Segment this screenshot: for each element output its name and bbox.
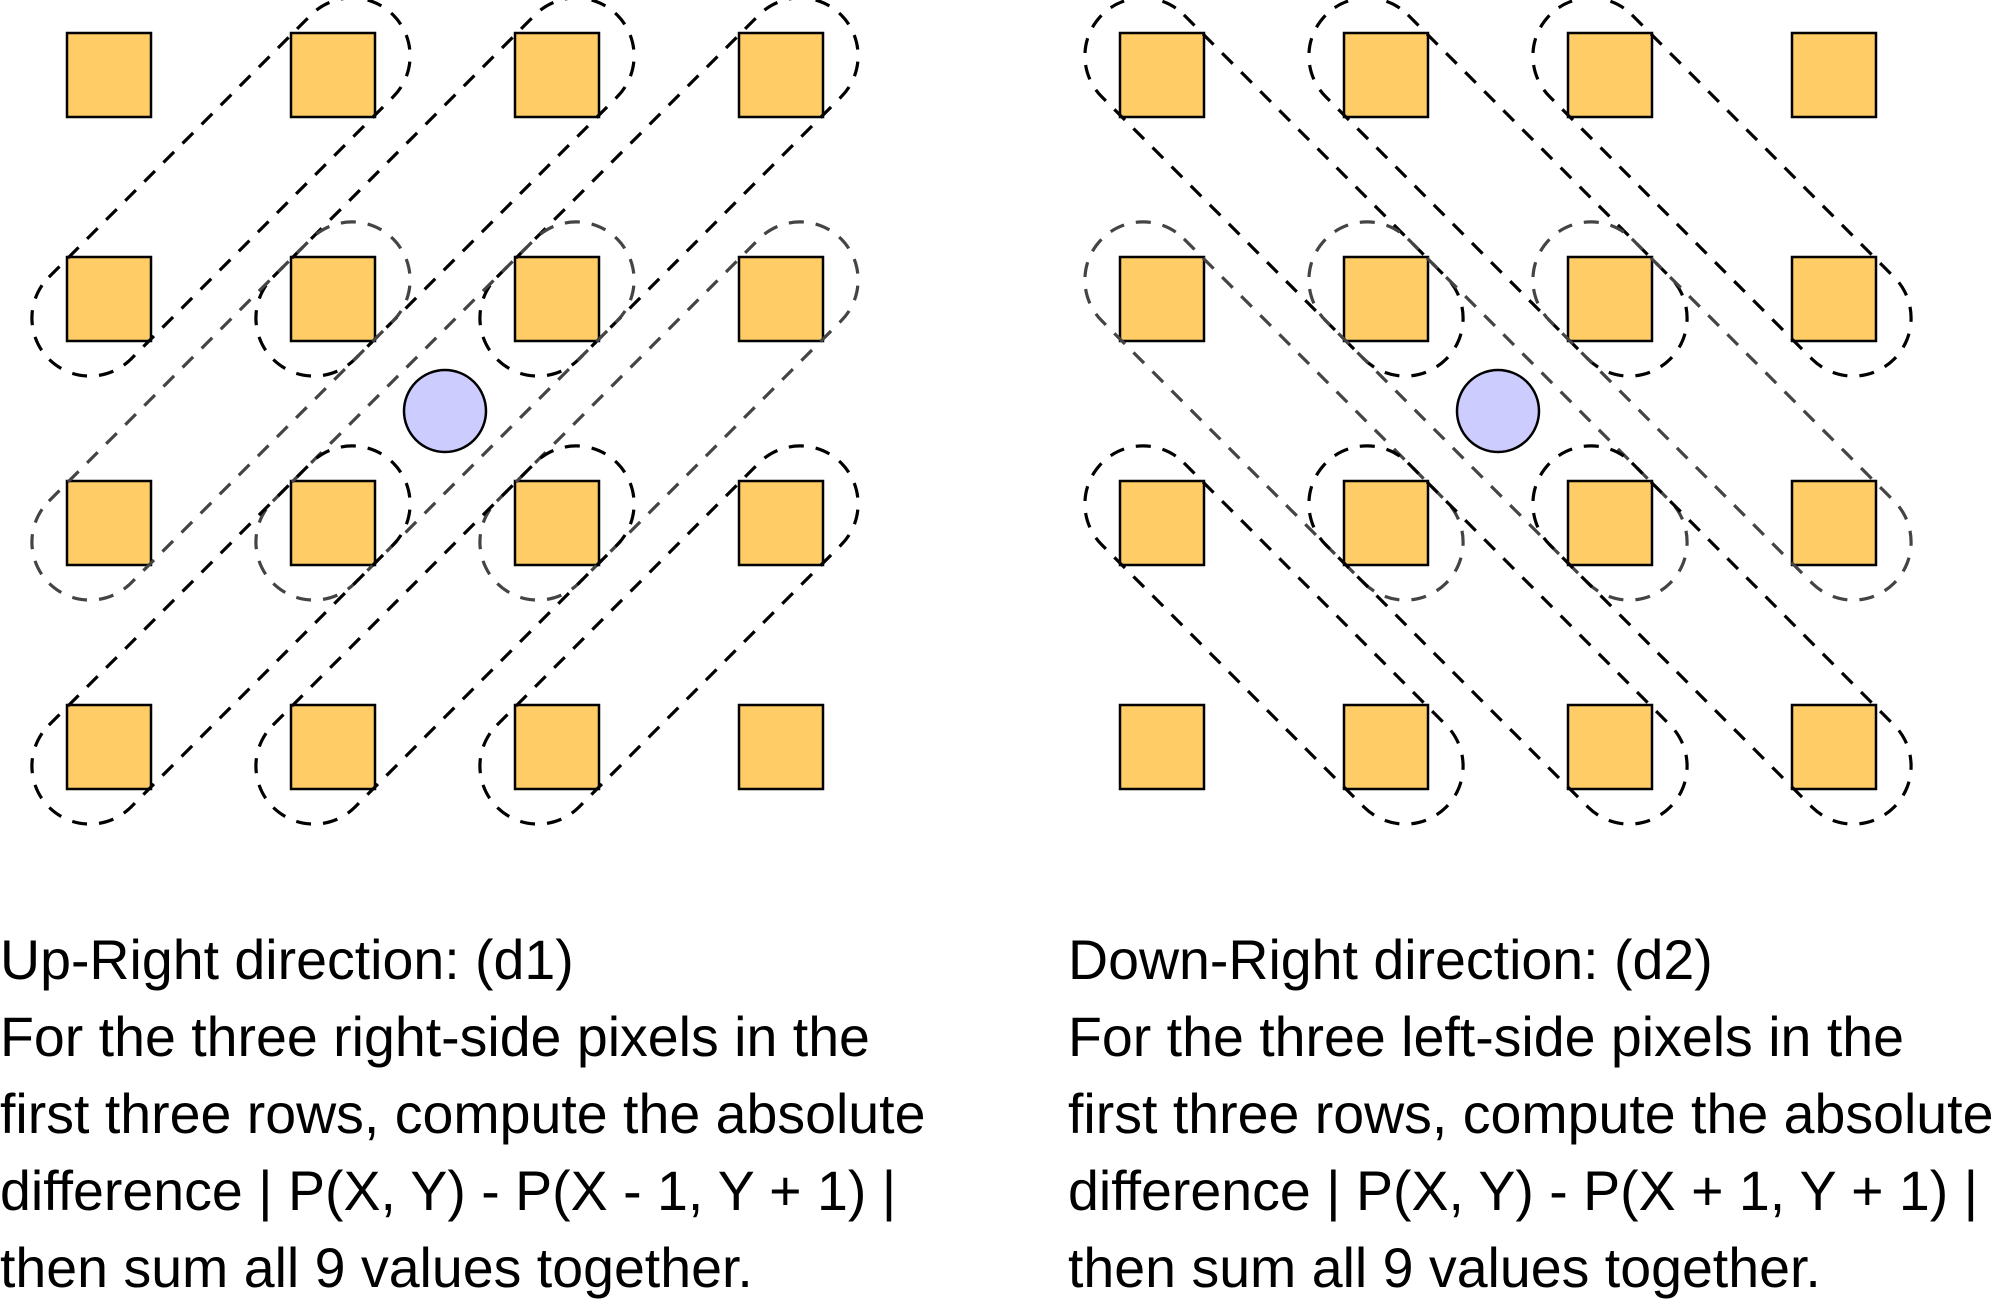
pixel-square <box>1342 255 1430 343</box>
pixel-square <box>289 703 377 791</box>
pixel-pair-outline <box>1531 220 1913 602</box>
caption-formula-line: difference | P(X, Y) - P(X - 1, Y + 1) | <box>0 1160 897 1222</box>
pixel-pair-outline <box>1083 220 1465 602</box>
center-pixel-marker <box>402 368 488 454</box>
pixel-pair-outline <box>1531 0 1913 378</box>
down-right-caption: Down-Right direction: (d2) For the three… <box>1068 922 1993 1307</box>
pixel-square <box>1342 703 1430 791</box>
caption-line: then sum all 9 values together. <box>1068 1237 1821 1299</box>
pixel-pair-outline <box>478 444 860 826</box>
pixel-square <box>513 479 601 567</box>
pixel-pair-outline <box>1083 444 1465 826</box>
pixel-square <box>65 31 153 119</box>
pixel-square <box>1790 479 1878 567</box>
pixel-square <box>1118 703 1206 791</box>
pixel-pair-outline <box>1307 444 1689 826</box>
caption-line: first three rows, compute the absolute <box>1068 1083 1994 1145</box>
pixel-pair-outline <box>30 444 412 826</box>
caption-line: For the three right-side pixels in the <box>0 1006 870 1068</box>
up-right-caption: Up-Right direction: (d1) For the three r… <box>0 922 925 1307</box>
pixel-square <box>513 255 601 343</box>
pixel-pair-outline <box>478 220 860 602</box>
caption-title: Down-Right direction: (d2) <box>1068 929 1713 991</box>
center-pixel-marker <box>1455 368 1541 454</box>
pixel-square <box>289 31 377 119</box>
pixel-square <box>1118 479 1206 567</box>
pixel-square <box>1118 31 1206 119</box>
pixel-square <box>65 703 153 791</box>
pixel-square <box>289 479 377 567</box>
pixel-pair-outline <box>254 220 636 602</box>
pixel-square <box>513 703 601 791</box>
pixel-pair-outline <box>254 444 636 826</box>
pixel-square <box>737 479 825 567</box>
pixel-pair-outline <box>254 0 636 378</box>
pixel-square <box>1342 31 1430 119</box>
pixel-square <box>1566 255 1654 343</box>
pixel-square <box>737 703 825 791</box>
pixel-square <box>1790 255 1878 343</box>
pixel-square <box>1566 479 1654 567</box>
pixel-square <box>65 479 153 567</box>
pixel-square <box>1118 255 1206 343</box>
caption-line: For the three left-side pixels in the <box>1068 1006 1904 1068</box>
pixel-square <box>65 255 153 343</box>
pixel-square <box>737 255 825 343</box>
down-right-panel <box>1083 0 1913 826</box>
caption-formula-line: difference | P(X, Y) - P(X + 1, Y + 1) | <box>1068 1160 1979 1222</box>
pixel-square <box>289 255 377 343</box>
caption-line: then sum all 9 values together. <box>0 1237 753 1299</box>
pixel-pair-outline <box>1083 0 1465 378</box>
pixel-pair-outline <box>1531 444 1913 826</box>
pixel-square <box>1342 479 1430 567</box>
pixel-pair-outline <box>30 0 412 378</box>
up-right-panel <box>30 0 860 826</box>
pixel-square <box>1790 31 1878 119</box>
pixel-square <box>737 31 825 119</box>
pixel-pair-outline <box>1307 0 1689 378</box>
pixel-diagram <box>30 0 1913 826</box>
pixel-pair-outline <box>1307 220 1689 602</box>
caption-line: first three rows, compute the absolute <box>0 1083 926 1145</box>
pixel-square <box>1790 703 1878 791</box>
pixel-pair-outline <box>30 220 412 602</box>
pixel-square <box>1566 703 1654 791</box>
pixel-pair-outline <box>478 0 860 378</box>
pixel-square <box>1566 31 1654 119</box>
pixel-square <box>513 31 601 119</box>
caption-title: Up-Right direction: (d1) <box>0 929 574 991</box>
